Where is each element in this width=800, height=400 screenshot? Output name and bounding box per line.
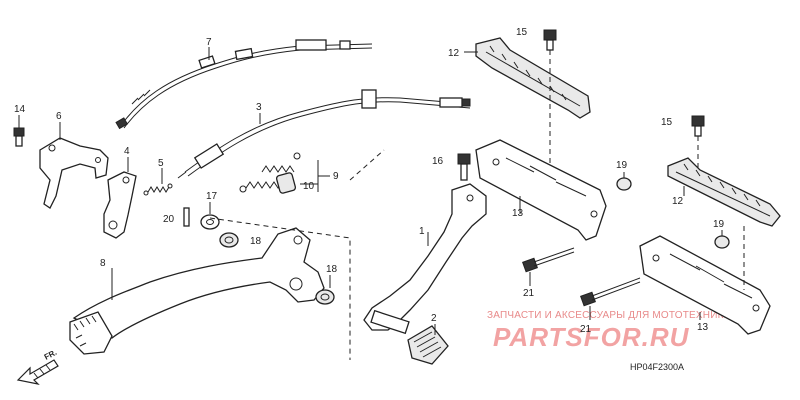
part-10-collar (275, 172, 297, 194)
callout-12-lower: 12 (672, 196, 684, 207)
callout-6: 6 (56, 111, 62, 122)
part-7-cable (115, 39, 373, 130)
part-12-footpeg-upper (475, 37, 591, 119)
part-4-arm (103, 171, 137, 239)
callout-19-lower: 19 (713, 219, 725, 230)
watermark-tagline: ЗАПЧАСТИ И АКСЕССУАРЫ ДЛЯ МОТОТЕХНИКИ (487, 310, 731, 321)
callout-16: 16 (432, 156, 444, 167)
part-12-footpeg-lower (667, 157, 781, 227)
part-21-bolt-upper (522, 247, 575, 273)
part-20-pin (183, 207, 190, 227)
watermark-logo: PARTSFOR.RU (493, 322, 690, 352)
callout-15-lower: 15 (661, 117, 673, 128)
callout-5: 5 (158, 158, 164, 169)
part-2-pedal-rubber (407, 325, 449, 365)
callout-2: 2 (431, 313, 437, 324)
part-1-pedal-arm (363, 183, 487, 335)
callout-7: 7 (206, 37, 212, 48)
callout-19-upper: 19 (616, 160, 628, 171)
part-15-bolt-lower (691, 115, 705, 137)
callout-8: 8 (100, 258, 106, 269)
front-indicator: FR. (43, 348, 59, 362)
part-13-bracket-lower (639, 235, 771, 335)
group-outline-right (349, 149, 385, 181)
part-8-brake-pedal (69, 227, 325, 355)
part-6-bracket (39, 137, 109, 209)
group-outline-left (209, 217, 351, 360)
callout-14: 14 (14, 104, 26, 115)
part-18-nut-lower (315, 289, 335, 305)
diagram-code: HP04F2300A (630, 362, 684, 372)
callout-3: 3 (256, 102, 262, 113)
callout-4: 4 (124, 146, 130, 157)
part-16-bolt (457, 153, 471, 181)
part-19-nut-upper (616, 177, 632, 191)
callout-12-upper: 12 (448, 48, 460, 59)
callout-1: 1 (419, 226, 425, 237)
part-18-nut (219, 232, 239, 248)
callout-13-upper: 13 (512, 208, 524, 219)
callout-21-upper: 21 (523, 288, 535, 299)
part-21-bolt-lower (580, 277, 641, 307)
callout-20: 20 (163, 214, 175, 225)
part-15-bolt-upper (543, 29, 557, 51)
callout-18-upper: 18 (250, 236, 262, 247)
part-5-spring (143, 183, 173, 196)
callout-13-lower: 13 (697, 322, 709, 333)
part-17-washer (200, 214, 220, 230)
callout-17: 17 (206, 191, 218, 202)
front-arrow-icon (16, 359, 59, 385)
part-19-nut-lower (714, 235, 730, 249)
callout-18-lower: 18 (326, 264, 338, 275)
callout-15-upper: 15 (516, 27, 528, 38)
callout-9: 9 (333, 171, 339, 182)
part-14-bolt (13, 127, 25, 147)
part-13-bracket-upper (475, 139, 607, 241)
callout-10: 10 (303, 181, 315, 192)
callout-21-lower: 21 (580, 324, 592, 335)
part-3-cable (177, 89, 471, 179)
